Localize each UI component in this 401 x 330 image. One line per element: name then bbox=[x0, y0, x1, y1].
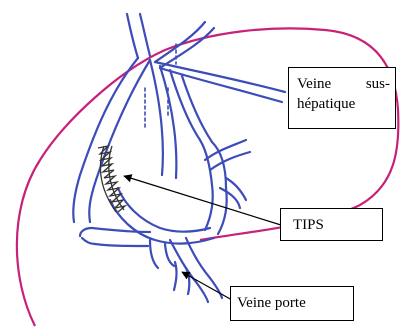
label-tips: TIPS bbox=[280, 208, 383, 241]
label-veine-sus-hepatique: Veine sus- hépatique bbox=[288, 67, 396, 129]
label-veine-sus-hepatique-line1: Veine sus- bbox=[297, 74, 390, 94]
hepatic-veins bbox=[73, 14, 285, 234]
tips-stent bbox=[98, 146, 125, 212]
label-veine-porte-text: Veine porte bbox=[237, 295, 306, 311]
label-veine-sus-hepatique-line2: hépatique bbox=[297, 96, 355, 112]
portal-vein bbox=[80, 188, 222, 302]
label-tips-text: TIPS bbox=[293, 217, 324, 233]
label-veine-porte: Veine porte bbox=[230, 286, 354, 321]
tips-arrow bbox=[124, 176, 281, 225]
